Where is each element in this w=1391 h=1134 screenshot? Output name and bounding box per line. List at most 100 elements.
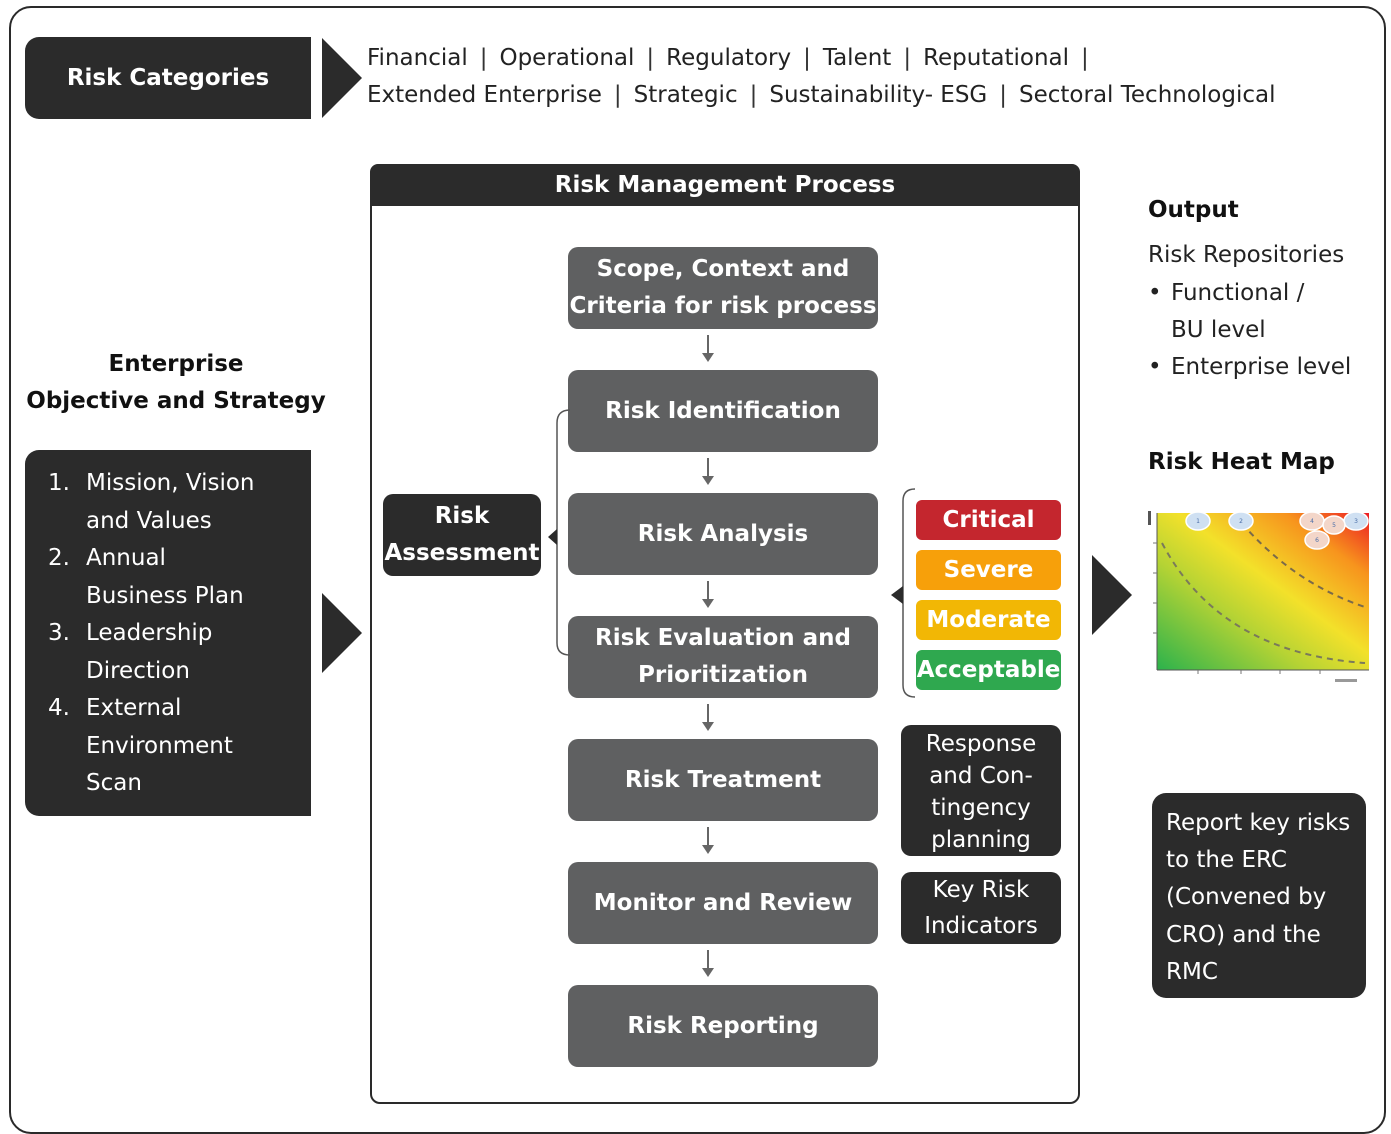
categories-line-2: Extended Enterprise | Strategic | Sustainabi… bbox=[367, 77, 1276, 114]
categories-line-1: Financial | Operational | Regulatory | Talent |… bbox=[367, 40, 1101, 77]
list-item: 3. Leadership Direction bbox=[25, 615, 311, 690]
category-item: Sustainability- ESG bbox=[769, 82, 988, 108]
heat-map-bubble-label: 5 bbox=[1332, 522, 1336, 529]
list-number: 3. bbox=[48, 620, 70, 646]
report-line-2: to the ERC bbox=[1166, 847, 1287, 874]
heat-map-bubble bbox=[1304, 530, 1330, 550]
list-item-line: Business Plan bbox=[86, 582, 244, 609]
flow-arrow bbox=[702, 827, 714, 855]
list-number: 1. bbox=[48, 470, 70, 496]
heat-map-image: 1 2 3 4 5 6 bbox=[1148, 511, 1369, 682]
level-moderate: Moderate bbox=[916, 600, 1061, 640]
step-identification: Risk Identification bbox=[568, 370, 878, 452]
category-separator: | bbox=[1081, 45, 1089, 71]
category-separator: | bbox=[749, 82, 758, 108]
category-separator: | bbox=[613, 82, 622, 108]
category-item: Regulatory bbox=[666, 45, 792, 71]
output-bullet-2: • Enterprise level bbox=[1148, 349, 1351, 386]
output-heading: Output bbox=[1148, 197, 1239, 223]
level-acceptable: Acceptable bbox=[916, 650, 1061, 690]
list-item-line: Mission, Vision bbox=[86, 470, 255, 496]
response-line-3: tingency bbox=[931, 795, 1031, 821]
heat-map-bubble-label: 6 bbox=[1315, 537, 1319, 544]
list-item-line: and Values bbox=[86, 507, 212, 534]
category-separator: | bbox=[803, 45, 811, 71]
category-item: Operational bbox=[499, 45, 635, 71]
step-scope-line-2: Criteria for risk process bbox=[569, 293, 877, 319]
list-number: 4. bbox=[48, 695, 70, 721]
list-item: 1. Mission, Vision and Values bbox=[25, 465, 311, 540]
flow-arrow bbox=[702, 581, 714, 609]
heat-map-bubble-label: 3 bbox=[1354, 518, 1358, 525]
flow-arrow bbox=[702, 704, 714, 732]
list-item: 4. External Environment Scan bbox=[25, 690, 311, 803]
category-item: Sectoral Technological bbox=[1019, 82, 1276, 108]
response-line-4: planning bbox=[931, 827, 1031, 853]
category-item: Reputational bbox=[923, 45, 1070, 71]
category-separator: | bbox=[479, 45, 488, 71]
level-severe: Severe bbox=[916, 550, 1061, 590]
list-item-line: External bbox=[86, 695, 182, 721]
heat-map-bubble bbox=[1185, 511, 1211, 531]
response-line-2: and Con- bbox=[929, 763, 1033, 789]
list-item-line: Annual bbox=[86, 545, 166, 571]
kri-line-2: Indicators bbox=[924, 913, 1038, 939]
response-line-1: Response bbox=[925, 731, 1037, 757]
levels-bracket bbox=[891, 488, 916, 698]
risk-repositories-label: Risk Repositories bbox=[1148, 242, 1345, 268]
flow-arrow bbox=[702, 335, 714, 363]
category-item: Financial bbox=[367, 45, 468, 71]
risk-categories-label: Risk Categories bbox=[25, 37, 311, 119]
output-bullet-1-line-1: Functional / bbox=[1171, 280, 1305, 306]
output-bullet-1: • Functional / BU level bbox=[1148, 275, 1304, 349]
step-evaluation-line-2: Prioritization bbox=[638, 662, 808, 688]
response-box: Response and Con- tingency planning bbox=[901, 725, 1061, 856]
category-separator: | bbox=[999, 82, 1008, 108]
report-line-3: (Convened by bbox=[1166, 884, 1327, 911]
category-item: Extended Enterprise bbox=[367, 82, 602, 108]
flow-arrow bbox=[702, 950, 714, 978]
list-item: 2. Annual Business Plan bbox=[25, 540, 311, 615]
assessment-bracket bbox=[548, 409, 571, 656]
category-item: Strategic bbox=[633, 82, 738, 108]
step-evaluation-line-1: Risk Evaluation and bbox=[594, 625, 851, 651]
list-item-line: Environment bbox=[86, 732, 233, 759]
step-treatment: Risk Treatment bbox=[568, 739, 878, 821]
process-title: Risk Management Process bbox=[370, 164, 1080, 206]
list-item-line: Scan bbox=[86, 770, 142, 796]
risk-categories-text: Risk Categories bbox=[66, 65, 270, 91]
output-bullet-2-text: Enterprise level bbox=[1171, 354, 1352, 380]
enterprise-list: 1. Mission, Vision and Values 2. Annual … bbox=[25, 465, 311, 803]
category-separator: | bbox=[646, 45, 655, 71]
enterprise-heading-line-2: Objective and Strategy bbox=[26, 388, 326, 414]
enterprise-heading-line-1: Enterprise bbox=[108, 351, 244, 377]
enterprise-heading: Enterprise Objective and Strategy bbox=[25, 346, 327, 420]
category-item: Talent bbox=[822, 45, 892, 71]
enterprise-arrow bbox=[322, 593, 362, 673]
step-monitor: Monitor and Review bbox=[568, 862, 878, 944]
risk-assessment-box: Risk Assessment bbox=[383, 494, 541, 576]
report-box: Report key risks to the ERC (Convened by… bbox=[1152, 793, 1366, 998]
heat-map-bubble bbox=[1228, 511, 1254, 531]
category-separator: | bbox=[903, 45, 912, 71]
report-line-1: Report key risks bbox=[1166, 810, 1351, 836]
heat-map-title: Risk Heat Map bbox=[1148, 449, 1335, 475]
output-bullet-1-line-2: BU level bbox=[1171, 317, 1266, 343]
categories-arrow bbox=[322, 38, 362, 118]
report-line-4: CRO) and the bbox=[1166, 921, 1321, 948]
step-analysis: Risk Analysis bbox=[568, 493, 878, 575]
risk-assessment-line-2: Assessment bbox=[384, 540, 540, 566]
kri-box: Key Risk Indicators bbox=[901, 872, 1061, 944]
heat-map-bubble-label: 4 bbox=[1310, 518, 1314, 525]
step-reporting: Risk Reporting bbox=[568, 985, 878, 1067]
kri-line-1: Key Risk bbox=[932, 877, 1030, 903]
enterprise-list-box: 1. Mission, Vision and Values 2. Annual … bbox=[25, 450, 311, 816]
list-item-line: Leadership bbox=[86, 620, 213, 646]
list-number: 2. bbox=[48, 545, 70, 571]
level-critical: Critical bbox=[916, 500, 1061, 540]
report-line-5: RMC bbox=[1166, 958, 1218, 985]
flow-arrow bbox=[702, 458, 714, 486]
heat-map-bubble-label: 1 bbox=[1196, 518, 1200, 525]
